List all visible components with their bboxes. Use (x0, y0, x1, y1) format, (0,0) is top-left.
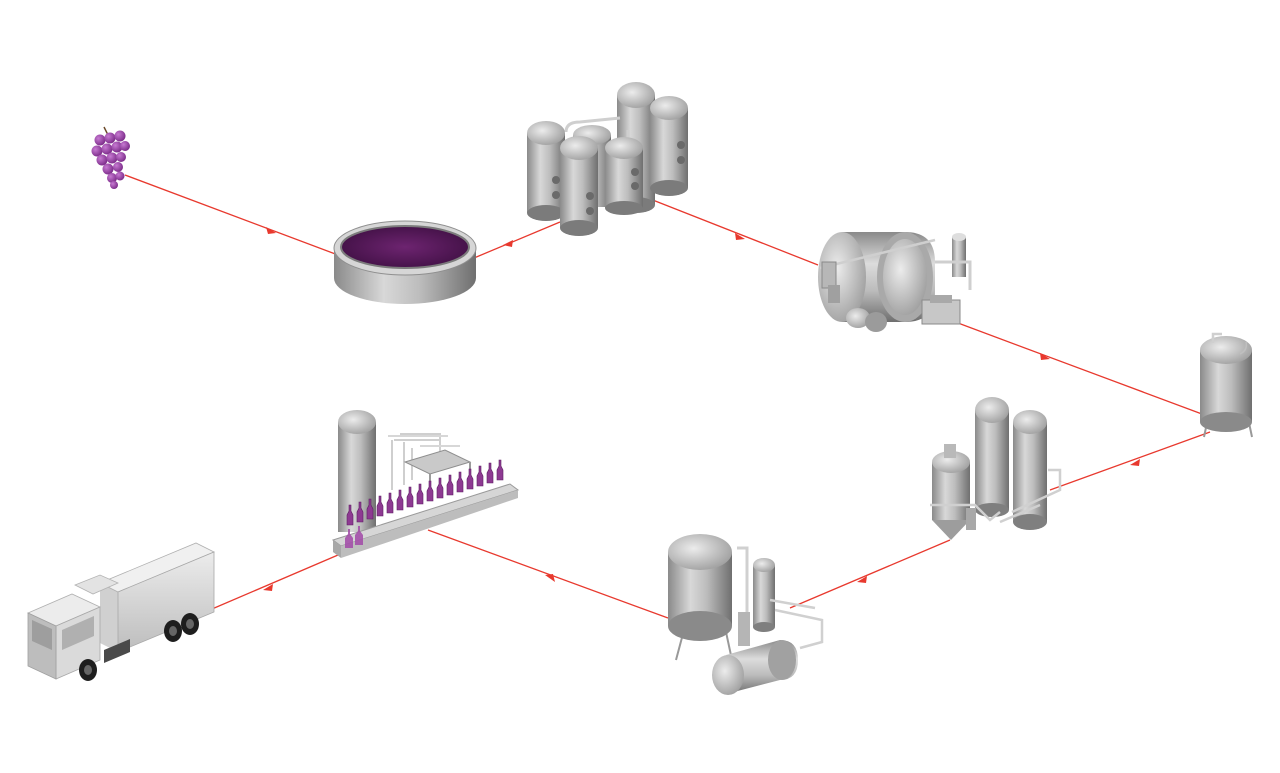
flow-press-to-storage (957, 322, 1211, 418)
flow-filter-to-stabilizer (789, 539, 951, 609)
flow-arrow-icon (1130, 459, 1140, 466)
flow-arrow-icon (545, 574, 555, 582)
open-vat-icon (333, 220, 477, 304)
flow-stabilizer-to-bottling (427, 529, 669, 619)
flow-storage-to-filter (1049, 431, 1211, 491)
bottling-line-icon (331, 410, 520, 558)
flow-arrows (263, 227, 1140, 591)
flow-grapes-to-vat (124, 174, 339, 256)
horizontal-press-icon (818, 232, 972, 332)
flow-arrow-icon (857, 576, 867, 583)
flow-arrow-icon (735, 233, 745, 240)
flow-tanks-to-vat (473, 221, 561, 259)
grapes-icon (91, 126, 130, 189)
vertical-tank-icon (1200, 332, 1253, 438)
filter-columns-icon (930, 397, 1062, 540)
pressure-vessel-icon (668, 534, 824, 695)
truck-icon (27, 542, 215, 681)
flow-arrow-icon (1040, 353, 1050, 360)
flow-tanks-to-press (639, 194, 819, 266)
tank-cluster-icon (527, 82, 688, 236)
flow-arrow-icon (266, 227, 276, 234)
flow-bottling-to-truck (204, 551, 346, 613)
flow-arrow-icon (263, 584, 273, 591)
flow-connectors (124, 174, 1211, 619)
flow-arrow-icon (503, 240, 513, 247)
